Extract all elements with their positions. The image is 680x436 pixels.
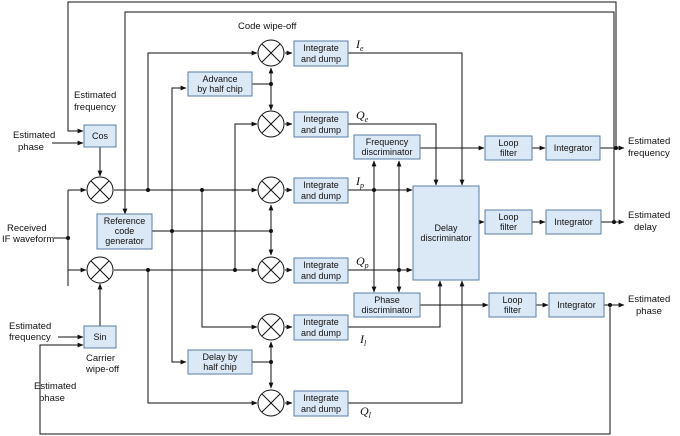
- ref-code-gen-line1: Reference: [104, 216, 146, 226]
- integrator-frequency-label: Integrator: [554, 143, 593, 153]
- phase-disc-line2: discriminator: [361, 305, 412, 315]
- delay-chip-line2: half chip: [203, 362, 237, 372]
- carrier-wipeoff-line2: wipe-off: [85, 364, 119, 375]
- frequency-discriminator-block: Frequency discriminator: [353, 134, 421, 160]
- integrate-dump-ql: Integrate and dump: [293, 390, 349, 417]
- integrate-dump-ip-line1: Integrate: [303, 180, 339, 190]
- integrate-dump-qp: Integrate and dump: [293, 257, 349, 284]
- estimated-phase-bottom-line2: phase: [39, 393, 65, 404]
- output-delay-line1: Estimated: [628, 210, 670, 221]
- loop-filter-phase-line1: Loop: [502, 295, 522, 305]
- output-phase-line1: Estimated: [628, 294, 670, 305]
- integrate-dump-il-line1: Integrate: [303, 317, 339, 327]
- estimated-phase-bottom-line1: Estimated: [34, 381, 76, 392]
- integrate-dump-ql-line1: Integrate: [303, 393, 339, 403]
- code-wipeoff-label: Code wipe-off: [238, 21, 297, 32]
- freq-disc-line1: Frequency: [366, 137, 409, 147]
- output-frequency-line2: frequency: [628, 148, 670, 159]
- integrator-phase-label: Integrator: [557, 300, 596, 310]
- received-if-line1: Received: [7, 223, 47, 234]
- loop-filter-phase: Loop filter: [488, 292, 537, 318]
- signal-ip: Ip: [355, 174, 364, 190]
- phase-disc-line1: Phase: [374, 295, 400, 305]
- estimated-phase-left-line1: Estimated: [13, 130, 55, 141]
- cos-block: Cos: [83, 124, 117, 148]
- integrate-dump-qp-line1: Integrate: [303, 260, 339, 270]
- integrate-dump-ql-line2: and dump: [301, 404, 341, 414]
- carrier-mixer-bottom: [86, 256, 114, 284]
- integrate-dump-qe-line1: Integrate: [303, 114, 339, 124]
- code-mixer-ip: [257, 176, 285, 204]
- code-mixer-qp: [257, 256, 285, 284]
- delay-disc-line1: Delay: [434, 223, 458, 233]
- loop-filter-phase-line2: filter: [504, 305, 521, 315]
- output-frequency-line1: Estimated: [628, 136, 670, 147]
- integrate-dump-il: Integrate and dump: [293, 314, 349, 341]
- advance-line1: Advance: [202, 74, 237, 84]
- estimated-frequency-top-line1: Estimated: [74, 90, 116, 101]
- code-mixer-qe: [257, 110, 285, 138]
- delay-disc-line2: discriminator: [420, 233, 471, 243]
- loop-filter-delay-line1: Loop: [498, 212, 518, 222]
- advance-half-chip-block: Advance by half chip: [187, 71, 253, 97]
- integrate-dump-ip: Integrate and dump: [293, 177, 349, 204]
- signal-qp: Qp: [356, 254, 369, 270]
- code-mixer-il: [257, 313, 285, 341]
- integrator-delay: Integrator: [545, 209, 602, 235]
- sin-label: Sin: [93, 332, 106, 342]
- delay-discriminator-block: Delay discriminator: [412, 185, 480, 281]
- integrator-phase: Integrator: [548, 292, 605, 318]
- loop-filter-frequency: Loop filter: [484, 135, 533, 161]
- loop-filter-frequency-line2: filter: [500, 148, 517, 158]
- ref-code-gen-line2: code: [115, 226, 135, 236]
- estimated-frequency-top-line2: frequency: [74, 102, 116, 113]
- delay-chip-line1: Delay by: [202, 352, 238, 362]
- integrate-dump-qe: Integrate and dump: [293, 111, 349, 138]
- integrate-dump-ie: Integrate and dump: [293, 40, 349, 67]
- integrate-dump-il-line2: and dump: [301, 328, 341, 338]
- integrate-dump-ie-line2: and dump: [301, 54, 341, 64]
- estimated-frequency-bottom-line1: Estimated: [9, 321, 51, 332]
- sin-block: Sin: [83, 325, 117, 349]
- signal-qe: Qe: [356, 108, 369, 124]
- junction-dots: [66, 82, 618, 364]
- integrate-dump-qp-line2: and dump: [301, 271, 341, 281]
- wiring: [39, 1, 625, 435]
- estimated-phase-left-line2: phase: [18, 142, 44, 153]
- signal-ql: Ql: [360, 404, 372, 420]
- delay-half-chip-block: Delay by half chip: [187, 349, 253, 375]
- cos-label: Cos: [92, 131, 109, 141]
- phase-discriminator-block: Phase discriminator: [353, 292, 421, 318]
- loop-filter-delay-line2: filter: [500, 222, 517, 232]
- signal-ie: Ie: [355, 37, 364, 53]
- integrate-dump-qe-line2: and dump: [301, 125, 341, 135]
- freq-disc-line2: discriminator: [361, 147, 412, 157]
- advance-line2: by half chip: [197, 84, 243, 94]
- loop-filter-delay: Loop filter: [484, 209, 533, 235]
- code-mixer-ie: [257, 39, 285, 67]
- output-delay-line2: delay: [634, 222, 657, 233]
- integrate-dump-ip-line2: and dump: [301, 191, 341, 201]
- signal-il: Il: [359, 332, 367, 348]
- integrator-delay-label: Integrator: [554, 217, 593, 227]
- estimated-frequency-bottom-line2: frequency: [9, 332, 51, 343]
- loop-filter-frequency-line1: Loop: [498, 138, 518, 148]
- reference-code-generator-block: Reference code generator: [96, 213, 153, 250]
- received-if-line2: IF waveform: [2, 234, 54, 245]
- ref-code-gen-line3: generator: [105, 236, 144, 246]
- carrier-wipeoff-line1: Carrier: [86, 353, 115, 364]
- integrate-dump-ie-line1: Integrate: [303, 43, 339, 53]
- output-phase-line2: phase: [636, 306, 662, 317]
- integrator-frequency: Integrator: [545, 135, 601, 161]
- code-mixer-ql: [257, 389, 285, 417]
- carrier-mixer-top: [86, 176, 114, 204]
